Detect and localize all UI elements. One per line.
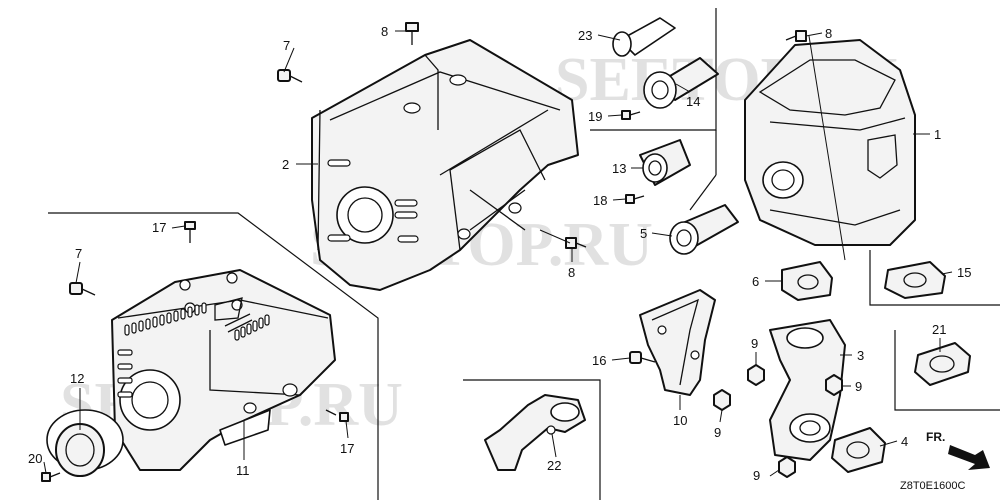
bolt-8-right bbox=[565, 237, 587, 249]
callout-4: 4 bbox=[901, 434, 908, 449]
muffler-protector-lower bbox=[111, 269, 336, 471]
callout-6: 6 bbox=[752, 274, 759, 289]
callout-18: 18 bbox=[593, 193, 607, 208]
louver-slot bbox=[240, 326, 246, 338]
screw-20 bbox=[41, 472, 61, 482]
louver-slot bbox=[117, 391, 133, 398]
callout-8-right: 8 bbox=[568, 265, 575, 280]
louver-slot bbox=[117, 377, 133, 384]
louver-slot bbox=[117, 363, 133, 370]
screw-17-bottom bbox=[325, 409, 349, 422]
screw-18 bbox=[625, 194, 645, 204]
callout-5: 5 bbox=[640, 226, 647, 241]
callout-23: 23 bbox=[578, 28, 592, 43]
spark-arrester-tube bbox=[612, 17, 719, 109]
frame-gasket21-section bbox=[894, 330, 1000, 411]
louver-slot bbox=[117, 349, 133, 356]
callout-7-upper: 7 bbox=[283, 38, 290, 53]
callouts: 7 8 2 8 17 7 12 20 11 17 23 14 19 13 18 … bbox=[28, 24, 971, 483]
callout-13: 13 bbox=[612, 161, 626, 176]
louver-slot bbox=[124, 324, 130, 336]
callout-7-lower: 7 bbox=[75, 246, 82, 261]
louver-slot bbox=[166, 312, 172, 324]
gasket-15 bbox=[884, 261, 946, 299]
frame-left-section bbox=[48, 212, 379, 500]
louver-slot bbox=[252, 320, 258, 332]
louver-slot bbox=[264, 314, 270, 326]
frame-bottom-section bbox=[463, 379, 601, 500]
louver-slot bbox=[246, 323, 252, 335]
spark-arrester-screen bbox=[639, 139, 691, 186]
callout-9-b: 9 bbox=[855, 379, 862, 394]
callout-12: 12 bbox=[70, 371, 84, 386]
nut-9-a bbox=[747, 364, 765, 386]
gasket-4 bbox=[831, 427, 886, 473]
louver-slot bbox=[138, 320, 144, 332]
exhaust-pipe-22 bbox=[484, 394, 586, 471]
louver-slot bbox=[187, 306, 193, 318]
callout-17-top: 17 bbox=[152, 220, 166, 235]
callout-3: 3 bbox=[857, 348, 864, 363]
louver-slot bbox=[258, 317, 264, 329]
louver-slot bbox=[234, 329, 240, 341]
bolt-7-upper bbox=[277, 69, 303, 83]
nut-9-b bbox=[825, 374, 843, 396]
gasket-21 bbox=[914, 342, 971, 386]
louver-slots-lower bbox=[117, 302, 270, 398]
screw-19 bbox=[621, 110, 641, 120]
diagram-code: Z8T0E1600C bbox=[900, 480, 965, 492]
callout-19: 19 bbox=[588, 109, 602, 124]
bolt-8-top bbox=[405, 22, 419, 45]
nut-9-c bbox=[713, 389, 731, 411]
frame-gasket-section bbox=[869, 250, 1000, 306]
louver-slot bbox=[173, 310, 179, 322]
callout-15: 15 bbox=[957, 265, 971, 280]
louver-slot bbox=[201, 302, 207, 314]
louver-slot bbox=[152, 316, 158, 328]
louver-slot bbox=[145, 318, 151, 330]
callout-10: 10 bbox=[673, 413, 687, 428]
callout-11: 11 bbox=[236, 463, 250, 478]
callout-9-d: 9 bbox=[753, 468, 760, 483]
louver-slot bbox=[159, 314, 165, 326]
louver-slot bbox=[131, 322, 137, 334]
tailpipe bbox=[669, 204, 739, 255]
frame-screen-divider bbox=[689, 174, 717, 211]
callout-21: 21 bbox=[932, 322, 946, 337]
leader-lines bbox=[43, 30, 953, 477]
louver-slot bbox=[180, 308, 186, 320]
callout-8-top: 8 bbox=[381, 24, 388, 39]
bolt-16 bbox=[629, 351, 656, 364]
nut-9-d bbox=[778, 456, 796, 478]
front-direction-label: FR. bbox=[926, 430, 945, 444]
callout-2: 2 bbox=[282, 157, 289, 172]
callout-9-a: 9 bbox=[751, 336, 758, 351]
bolt-7-lower bbox=[69, 282, 96, 296]
muffler-protector-upper bbox=[311, 39, 579, 291]
callout-20: 20 bbox=[28, 451, 42, 466]
louver-slot bbox=[194, 304, 200, 316]
arrow-icon bbox=[948, 445, 990, 470]
bolt-8-muffler bbox=[785, 30, 807, 42]
callout-9-c: 9 bbox=[714, 425, 721, 440]
front-direction-indicator: FR. bbox=[926, 430, 990, 470]
callout-22: 22 bbox=[547, 458, 561, 473]
exhaust-pipe-cap bbox=[46, 409, 124, 477]
callout-17-bottom: 17 bbox=[340, 441, 354, 456]
bolt-17-top bbox=[184, 221, 196, 243]
callout-1: 1 bbox=[934, 127, 941, 142]
muffler-body bbox=[744, 39, 916, 246]
exhaust-pipe bbox=[769, 319, 846, 461]
callout-8-muffler: 8 bbox=[825, 26, 832, 41]
muffler-bracket bbox=[639, 289, 716, 396]
callout-16: 16 bbox=[592, 353, 606, 368]
callout-14: 14 bbox=[686, 94, 700, 109]
gasket-6 bbox=[781, 261, 833, 301]
